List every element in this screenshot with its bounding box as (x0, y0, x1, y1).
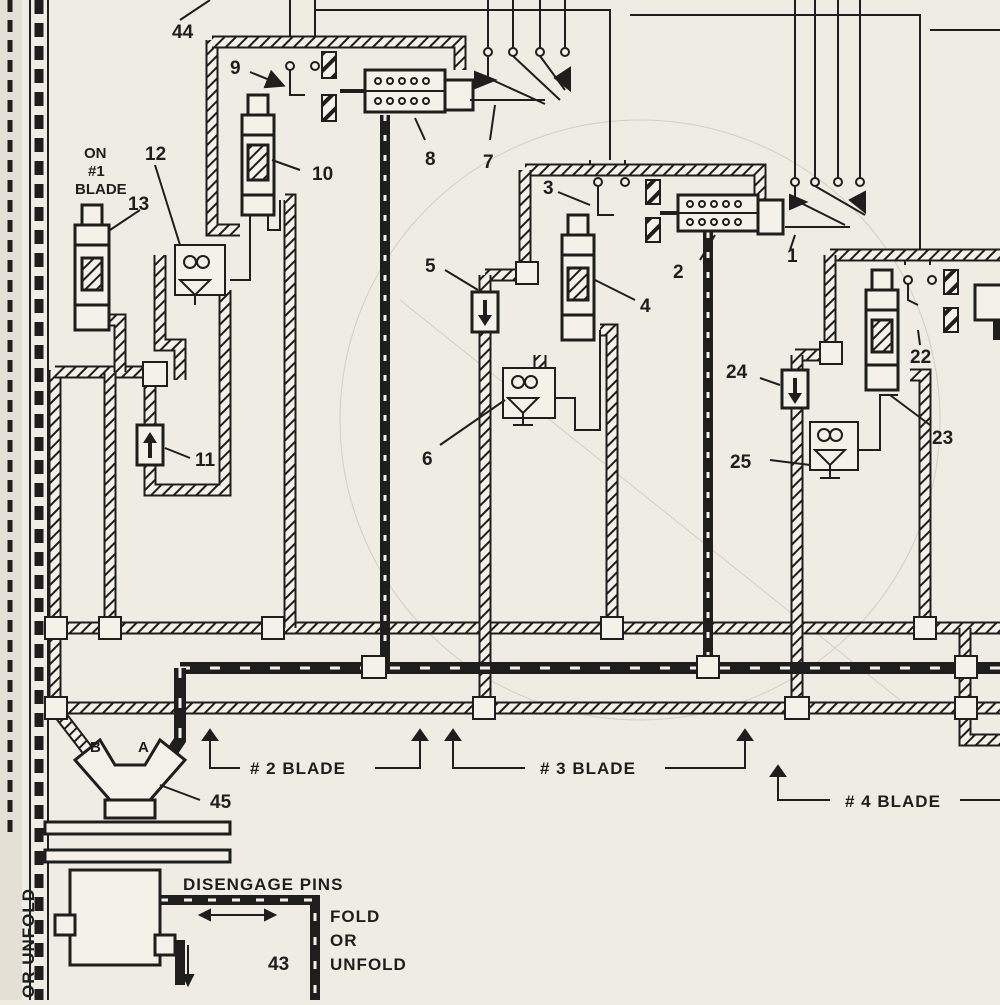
callout-43: 43 (268, 954, 289, 975)
callout-6: 6 (422, 449, 433, 470)
control-wiring (179, 0, 1000, 265)
restrictor-valve-11 (135, 423, 165, 467)
on-blade-label-line2: #1 (88, 163, 105, 180)
switch-actuators (289, 55, 919, 306)
restrictor-valve-5 (470, 290, 500, 334)
disengage-arrow (181, 908, 278, 988)
callout-24: 24 (726, 362, 748, 383)
callout-4: 4 (640, 296, 651, 317)
limit-switches (285, 47, 937, 285)
callout-leaders (109, 69, 931, 801)
pilot-valve-6 (502, 367, 556, 426)
sequence-valve-4 (560, 213, 596, 342)
callout-5: 5 (425, 256, 436, 277)
blade-brackets (201, 728, 1000, 801)
callout-25: 25 (730, 452, 752, 473)
on-blade-label-line1: ON (84, 145, 107, 162)
callout-9: 9 (230, 58, 241, 79)
blade-2-label: # 2 BLADE (250, 759, 346, 778)
lock-actuator-2 (645, 179, 785, 243)
blade-4-label: # 4 BLADE (845, 792, 941, 811)
port-b-label: B (90, 739, 101, 756)
callout-3: 3 (543, 178, 554, 199)
pressure-lines (155, 115, 1000, 1000)
callout-22: 22 (910, 347, 931, 368)
sequence-valve-13 (73, 203, 111, 332)
fold-label-line1: FOLD (330, 907, 380, 926)
hydraulic-lines (48, 35, 1000, 764)
fold-label-line3: UNFOLD (330, 955, 407, 974)
sequence-valve-23 (864, 268, 900, 392)
disengage-pins-label: DISENGAGE PINS (183, 875, 343, 894)
fold-or-unfold-label: FOLD OR UNFOLD (330, 907, 407, 974)
callout-44: 44 (172, 22, 194, 43)
callout-numbers: 44 9 8 7 10 12 13 11 3 2 1 5 4 6 24 22 2… (128, 22, 953, 975)
page-border (0, 0, 49, 1000)
callout-45: 45 (210, 792, 232, 813)
pilot-lines (230, 200, 898, 451)
callout-2: 2 (673, 262, 684, 283)
callout-1: 1 (787, 246, 798, 267)
sequence-valve-10 (240, 93, 276, 217)
fold-label-line2: OR (330, 931, 358, 950)
callout-23: 23 (932, 428, 953, 449)
or-unfold-vertical-label: OR UNFOLD (19, 888, 38, 998)
pilot-valve-25 (809, 421, 859, 479)
callout-12: 12 (145, 144, 166, 165)
lock-actuator-8 (321, 51, 475, 122)
callout-11: 11 (195, 450, 216, 471)
port-a-label: A (138, 739, 149, 756)
on-blade-label-line3: BLADE (75, 181, 127, 198)
callout-8: 8 (425, 149, 436, 170)
pilot-valve-12 (174, 244, 226, 305)
lock-actuator-blade4 (943, 269, 1000, 340)
callout-13: 13 (128, 194, 149, 215)
on-blade-1-label: ON #1 BLADE (75, 145, 127, 198)
restrictor-valve-24 (780, 368, 810, 410)
selector-valve-45 (43, 737, 232, 967)
callout-10: 10 (312, 164, 333, 185)
blade-3-label: # 3 BLADE (540, 759, 636, 778)
junction-blocks (44, 261, 978, 720)
callout-7: 7 (483, 152, 494, 173)
